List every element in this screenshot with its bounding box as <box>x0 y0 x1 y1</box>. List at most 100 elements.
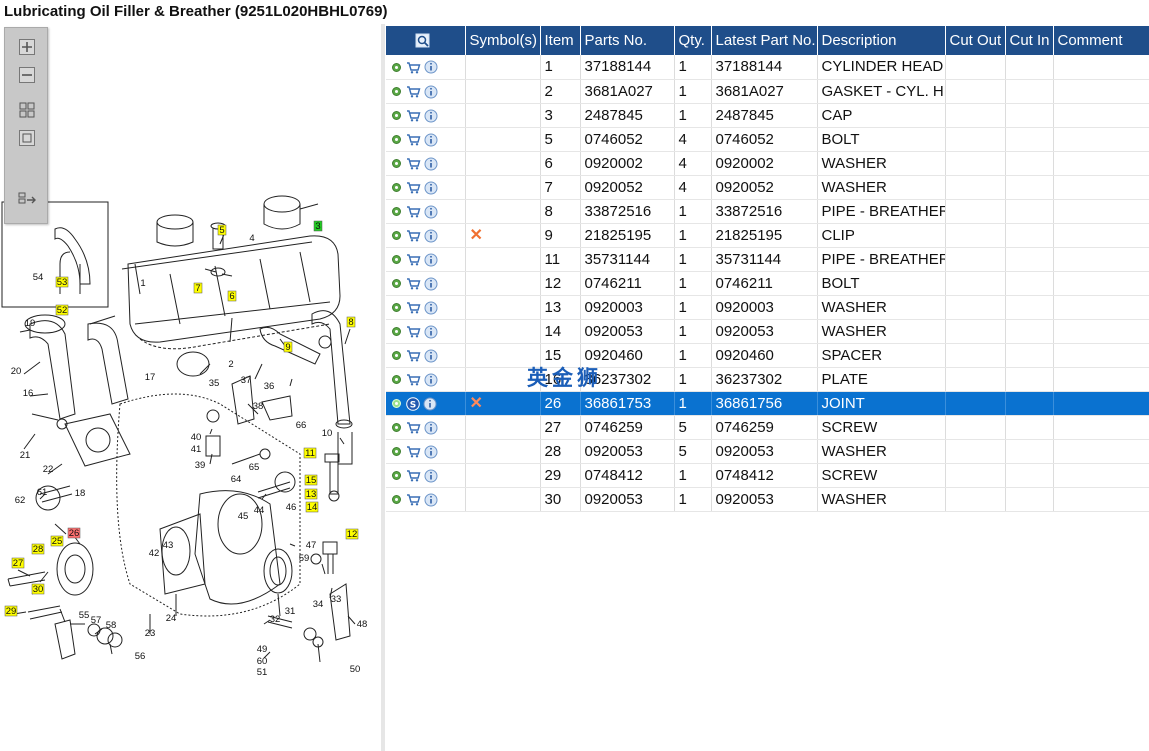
diagram-callout[interactable]: 43 <box>163 540 174 551</box>
header-description[interactable]: Description <box>817 26 946 55</box>
info-icon[interactable] <box>424 229 438 243</box>
diagram-callout[interactable]: 64 <box>231 474 242 485</box>
row-symbol[interactable] <box>465 487 541 512</box>
diagram-callout[interactable]: 19 <box>25 318 36 329</box>
add-to-cart-icon[interactable] <box>406 325 421 338</box>
settings-gear-icon[interactable] <box>390 85 403 98</box>
info-icon[interactable] <box>424 277 438 291</box>
diagram-callout[interactable]: 7 <box>193 282 203 294</box>
add-to-cart-icon[interactable] <box>406 109 421 122</box>
info-icon[interactable] <box>424 157 438 171</box>
header-cut-in[interactable]: Cut In <box>1005 26 1054 55</box>
diagram-callout[interactable]: 2 <box>228 359 233 370</box>
row-symbol[interactable] <box>465 247 541 272</box>
diagram-callout[interactable]: 60 <box>257 656 268 667</box>
add-to-cart-icon[interactable] <box>406 61 421 74</box>
row-symbol[interactable] <box>465 103 541 128</box>
row-symbol[interactable] <box>465 295 541 320</box>
diagram-callout[interactable]: 40 <box>191 432 202 443</box>
diagram-callout[interactable]: 39 <box>195 460 206 471</box>
header-cut-out[interactable]: Cut Out <box>945 26 1006 55</box>
header-parts-no[interactable]: Parts No. <box>580 26 675 55</box>
diagram-callout[interactable]: 55 <box>79 610 90 621</box>
diagram-callout[interactable]: 65 <box>249 462 260 473</box>
diagram-callout[interactable]: 46 <box>286 502 297 513</box>
row-symbol[interactable] <box>465 415 541 440</box>
diagram-callout[interactable]: 42 <box>149 548 160 559</box>
row-symbol[interactable] <box>465 319 541 344</box>
diagram-callout[interactable]: 17 <box>145 372 156 383</box>
fit-grid-icon[interactable] <box>17 100 37 120</box>
info-icon[interactable] <box>424 493 438 507</box>
add-to-cart-icon[interactable] <box>406 229 421 242</box>
add-to-cart-icon[interactable] <box>406 205 421 218</box>
settings-gear-icon[interactable] <box>390 493 403 506</box>
diagram-callout[interactable]: 4 <box>249 233 254 244</box>
add-to-cart-icon[interactable] <box>406 253 421 266</box>
diagram-callout[interactable]: 37 <box>241 375 252 386</box>
diagram-callout[interactable]: 54 <box>33 272 44 283</box>
info-icon[interactable] <box>424 445 438 459</box>
diagram-callout[interactable]: 13 <box>304 488 318 500</box>
diagram-callout[interactable]: 1 <box>140 278 145 289</box>
row-symbol[interactable]: ✕ <box>465 391 541 416</box>
add-to-cart-icon[interactable] <box>406 181 421 194</box>
row-symbol[interactable] <box>465 463 541 488</box>
diagram-callout[interactable]: 12 <box>345 528 359 540</box>
info-icon[interactable] <box>424 301 438 315</box>
info-icon[interactable] <box>424 181 438 195</box>
settings-gear-icon[interactable] <box>390 133 403 146</box>
info-icon[interactable] <box>424 421 438 435</box>
info-icon[interactable] <box>423 397 437 411</box>
diagram-callout[interactable]: 41 <box>191 444 202 455</box>
diagram-callout[interactable]: 49 <box>257 644 268 655</box>
diagram-callout[interactable]: 66 <box>296 420 307 431</box>
header-icons[interactable] <box>386 26 466 55</box>
diagram-callout[interactable]: 29 <box>4 605 18 617</box>
fit-page-icon[interactable] <box>17 128 37 148</box>
options-icon[interactable] <box>390 397 403 410</box>
diagram-callout[interactable]: 10 <box>322 428 333 439</box>
diagram-callout[interactable]: 48 <box>357 619 368 630</box>
diagram-callout[interactable]: 45 <box>238 511 249 522</box>
diagram-callout[interactable]: 61 <box>37 487 48 498</box>
diagram-callout[interactable]: 44 <box>254 505 265 516</box>
pane-splitter[interactable] <box>381 24 385 751</box>
diagram-callout[interactable]: 21 <box>20 450 31 461</box>
add-to-cart-icon[interactable] <box>406 349 421 362</box>
row-symbol[interactable] <box>465 79 541 104</box>
info-icon[interactable] <box>424 373 438 387</box>
add-to-cart-icon[interactable] <box>406 277 421 290</box>
row-symbol[interactable] <box>465 199 541 224</box>
row-symbol[interactable] <box>465 439 541 464</box>
diagram-callout[interactable]: 59 <box>299 553 310 564</box>
info-icon[interactable] <box>424 349 438 363</box>
info-icon[interactable] <box>424 133 438 147</box>
info-icon[interactable] <box>424 60 438 74</box>
add-to-cart-icon[interactable] <box>406 157 421 170</box>
diagram-callout[interactable]: 58 <box>106 620 117 631</box>
find-in-diagram-icon[interactable] <box>415 33 433 49</box>
diagram-callout[interactable]: 30 <box>31 583 45 595</box>
diagram-callout[interactable]: 51 <box>257 667 268 678</box>
row-symbol[interactable] <box>465 367 541 392</box>
settings-gear-icon[interactable] <box>390 157 403 170</box>
add-to-cart-icon[interactable] <box>406 85 421 98</box>
diagram-callout[interactable]: 35 <box>209 378 220 389</box>
settings-gear-icon[interactable] <box>390 109 403 122</box>
row-symbol[interactable] <box>465 271 541 296</box>
info-icon[interactable] <box>424 85 438 99</box>
diagram-callout[interactable]: 28 <box>31 543 45 555</box>
add-to-cart-icon[interactable] <box>406 469 421 482</box>
